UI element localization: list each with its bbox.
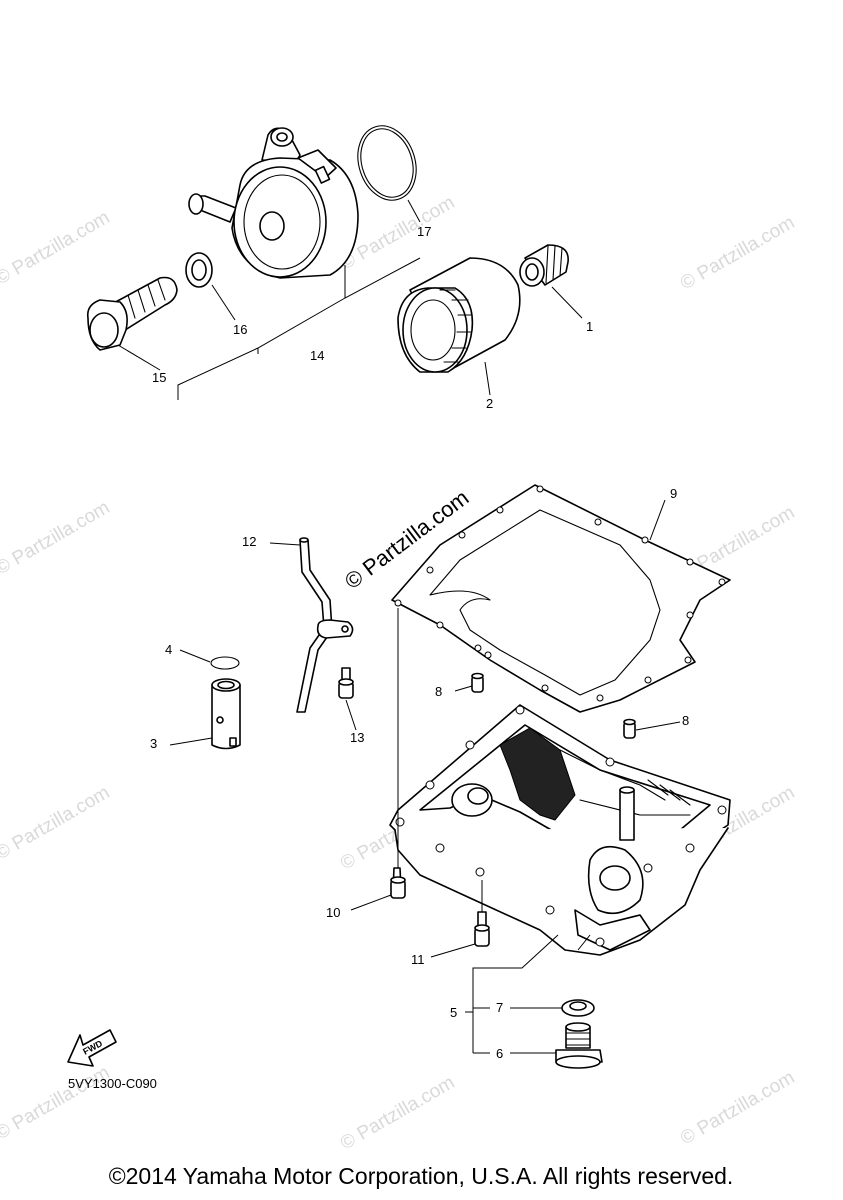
callout-13: 13 xyxy=(350,730,364,745)
callout-10: 10 xyxy=(326,905,340,920)
bolt-10 xyxy=(390,867,406,899)
callout-8a: 8 xyxy=(435,684,442,699)
washer-16 xyxy=(185,252,213,288)
fitting-1 xyxy=(519,244,569,287)
drain-bolt-6 xyxy=(555,1022,603,1069)
diagram-code: 5VY1300-C090 xyxy=(68,1076,157,1091)
callout-9: 9 xyxy=(670,486,677,501)
callout-7: 7 xyxy=(496,1000,503,1015)
bolt-11 xyxy=(474,911,490,947)
gasket-holes xyxy=(394,485,726,702)
top-leader-lines xyxy=(117,199,583,400)
callout-5: 5 xyxy=(450,1005,457,1020)
watermark-faint: © Partzilla.com xyxy=(0,497,113,579)
callout-16: 16 xyxy=(233,322,247,337)
callout-2: 2 xyxy=(486,396,493,411)
callout-3: 3 xyxy=(150,736,157,751)
fwd-arrow-icon: FWD xyxy=(67,1029,117,1067)
callout-1: 1 xyxy=(586,319,593,334)
bolt-13 xyxy=(338,667,354,699)
o-ring-4 xyxy=(210,656,240,670)
oil-cooler-14 xyxy=(188,127,359,279)
gasket-9 xyxy=(391,484,731,713)
copyright: ©2014 Yamaha Motor Corporation, U.S.A. A… xyxy=(109,1163,734,1189)
o-ring-17 xyxy=(357,125,417,201)
strainer-3 xyxy=(211,678,241,750)
watermark-faint: © Partzilla.com xyxy=(677,212,798,294)
dowel-8b xyxy=(623,718,636,739)
watermark-faint: © Partzilla.com xyxy=(677,1067,798,1149)
callout-14: 14 xyxy=(310,348,324,363)
dowel-8a xyxy=(471,672,484,693)
oil-pan xyxy=(389,704,731,956)
callout-17: 17 xyxy=(417,224,431,239)
callout-12: 12 xyxy=(242,534,256,549)
watermark-faint: © Partzilla.com xyxy=(0,1062,113,1144)
bottom-leader-lines xyxy=(169,499,681,1054)
gasket-7 xyxy=(561,999,595,1017)
oil-filter-2 xyxy=(397,257,521,373)
watermark-faint: © Partzilla.com xyxy=(0,207,113,289)
callout-15: 15 xyxy=(152,370,166,385)
callout-4: 4 xyxy=(165,642,172,657)
union-bolt-15 xyxy=(86,276,178,351)
dipstick-tube-12 xyxy=(296,537,354,713)
watermark-faint: © Partzilla.com xyxy=(337,1072,458,1154)
watermark-faint: © Partzilla.com xyxy=(0,782,113,864)
callout-6: 6 xyxy=(496,1046,503,1061)
callout-8b: 8 xyxy=(682,713,689,728)
callout-11: 11 xyxy=(411,952,425,967)
